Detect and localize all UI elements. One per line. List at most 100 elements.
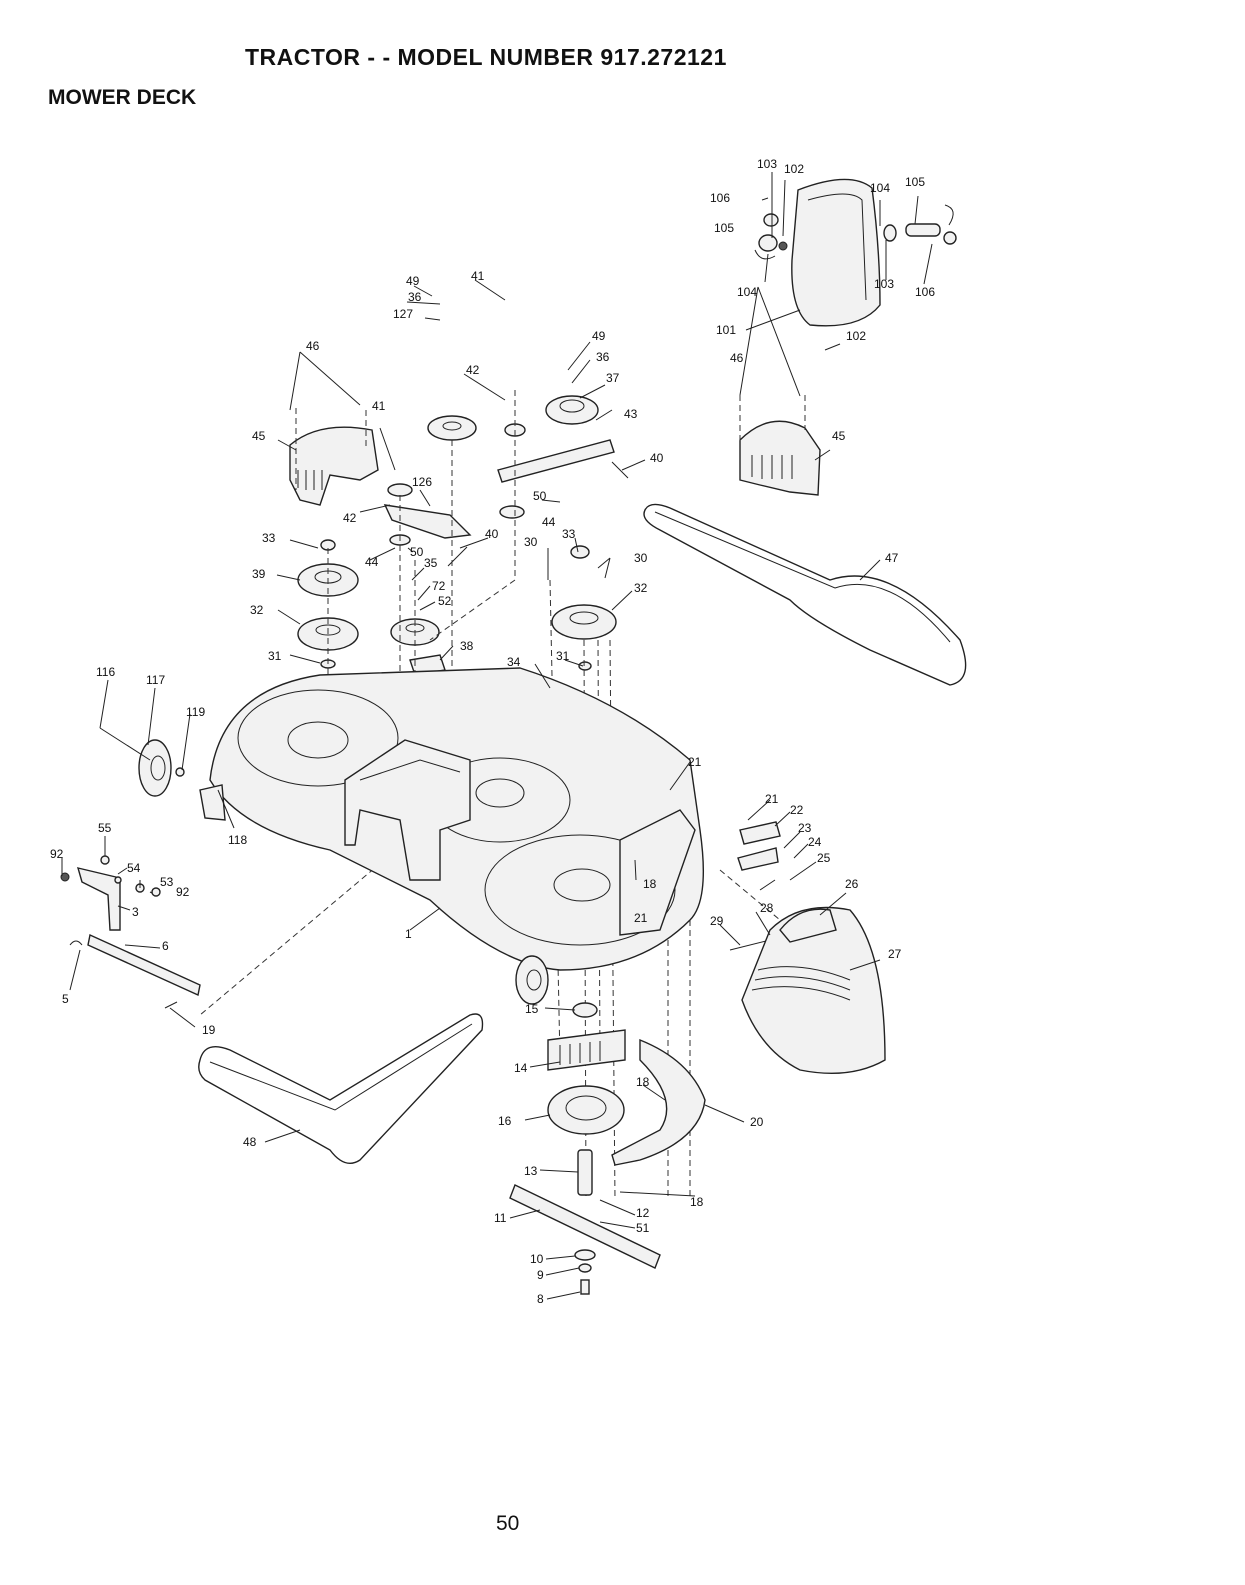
callout-24: 24 — [808, 835, 822, 849]
callout-44: 44 — [542, 515, 556, 529]
page-title: TRACTOR - - MODEL NUMBER 917.272121 — [245, 44, 727, 70]
callout-9: 9 — [537, 1268, 544, 1282]
callout-30: 30 — [524, 535, 538, 549]
callout-3: 3 — [132, 905, 139, 919]
callout-104: 104 — [870, 181, 890, 195]
callout-92: 92 — [50, 847, 64, 861]
callout-labels: 103 102 104 105 106 105 104 103 106 101 … — [50, 157, 935, 1306]
callout-105: 105 — [905, 175, 925, 189]
callout-50: 50 — [533, 489, 547, 503]
callout-25: 25 — [817, 851, 831, 865]
callout-21: 21 — [688, 755, 702, 769]
callout-14: 14 — [514, 1061, 528, 1075]
callout-31: 31 — [268, 649, 282, 663]
callout-50: 50 — [410, 545, 424, 559]
callout-44: 44 — [365, 555, 379, 569]
callout-12: 12 — [636, 1206, 650, 1220]
gauge-wheel-right — [515, 955, 549, 1005]
callout-29: 29 — [710, 914, 724, 928]
callout-55: 55 — [98, 821, 112, 835]
callout-119: 119 — [186, 705, 205, 719]
callout-46: 46 — [730, 351, 744, 365]
callout-127: 127 — [393, 307, 413, 321]
callout-103: 103 — [757, 157, 777, 171]
callout-41: 41 — [372, 399, 386, 413]
deck-hanger-bracket — [60, 855, 201, 1009]
callout-118: 118 — [228, 833, 247, 847]
callout-18: 18 — [643, 877, 657, 891]
callout-23: 23 — [798, 821, 812, 835]
callout-47: 47 — [885, 551, 899, 565]
callout-8: 8 — [537, 1292, 544, 1306]
callout-27: 27 — [888, 947, 902, 961]
callout-72: 72 — [432, 579, 446, 593]
callout-49: 49 — [406, 274, 420, 288]
motion-drive-belt — [198, 1013, 484, 1164]
chute-mount-hardware — [729, 821, 781, 951]
callout-54: 54 — [127, 861, 141, 875]
callout-10: 10 — [530, 1252, 544, 1266]
leader-lines — [61, 172, 933, 1300]
callout-45: 45 — [832, 429, 846, 443]
callout-37: 37 — [606, 371, 620, 385]
mower-deck-housing — [209, 667, 704, 971]
callout-11: 11 — [494, 1211, 507, 1225]
callout-49: 49 — [592, 329, 606, 343]
section-title: MOWER DECK — [48, 86, 197, 109]
grass-deflector-shield — [754, 178, 957, 351]
discharge-chute — [741, 906, 886, 1074]
callout-40: 40 — [650, 451, 664, 465]
callout-106: 106 — [710, 191, 730, 205]
callout-33: 33 — [562, 527, 576, 541]
callout-30: 30 — [634, 551, 648, 565]
callout-13: 13 — [524, 1164, 538, 1178]
callout-40: 40 — [485, 527, 499, 541]
callout-16: 16 — [498, 1114, 512, 1128]
callout-28: 28 — [760, 901, 774, 915]
callout-6: 6 — [162, 939, 169, 953]
callout-43: 43 — [624, 407, 638, 421]
callout-20: 20 — [750, 1115, 764, 1129]
callout-51: 51 — [636, 1221, 650, 1235]
callout-102: 102 — [846, 329, 866, 343]
callout-48: 48 — [243, 1135, 257, 1149]
baffle — [611, 1038, 706, 1166]
belt-cover-left — [289, 408, 379, 506]
callout-32: 32 — [250, 603, 264, 617]
callout-21: 21 — [765, 792, 779, 806]
callout-52: 52 — [438, 594, 452, 608]
callout-116: 116 — [96, 665, 115, 679]
callout-101: 101 — [716, 323, 736, 337]
callout-35: 35 — [424, 556, 438, 570]
callout-5: 5 — [62, 992, 69, 1006]
callout-18: 18 — [690, 1195, 704, 1209]
callout-104: 104 — [737, 285, 757, 299]
callout-21: 21 — [634, 911, 648, 925]
callout-26: 26 — [845, 877, 859, 891]
belt-cover-right — [739, 395, 821, 496]
callout-39: 39 — [252, 567, 266, 581]
callout-22: 22 — [790, 803, 804, 817]
callout-42: 42 — [466, 363, 480, 377]
callout-92: 92 — [176, 885, 190, 899]
callout-45: 45 — [252, 429, 266, 443]
callout-53: 53 — [160, 875, 174, 889]
callout-31: 31 — [556, 649, 570, 663]
callout-117: 117 — [146, 673, 165, 687]
callout-126: 126 — [412, 475, 432, 489]
callout-15: 15 — [525, 1002, 539, 1016]
page-number: 50 — [496, 1512, 520, 1535]
callout-41: 41 — [471, 269, 485, 283]
callout-18: 18 — [636, 1075, 650, 1089]
callout-1: 1 — [405, 927, 412, 941]
callout-33: 33 — [262, 531, 276, 545]
callout-42: 42 — [343, 511, 357, 525]
deck-drive-belt — [643, 503, 967, 686]
callout-38: 38 — [460, 639, 474, 653]
callout-32: 32 — [634, 581, 648, 595]
callout-46: 46 — [306, 339, 320, 353]
spindle-assembly — [509, 1002, 661, 1295]
callout-34: 34 — [507, 655, 521, 669]
callout-102: 102 — [784, 162, 804, 176]
callout-103: 103 — [874, 277, 894, 291]
